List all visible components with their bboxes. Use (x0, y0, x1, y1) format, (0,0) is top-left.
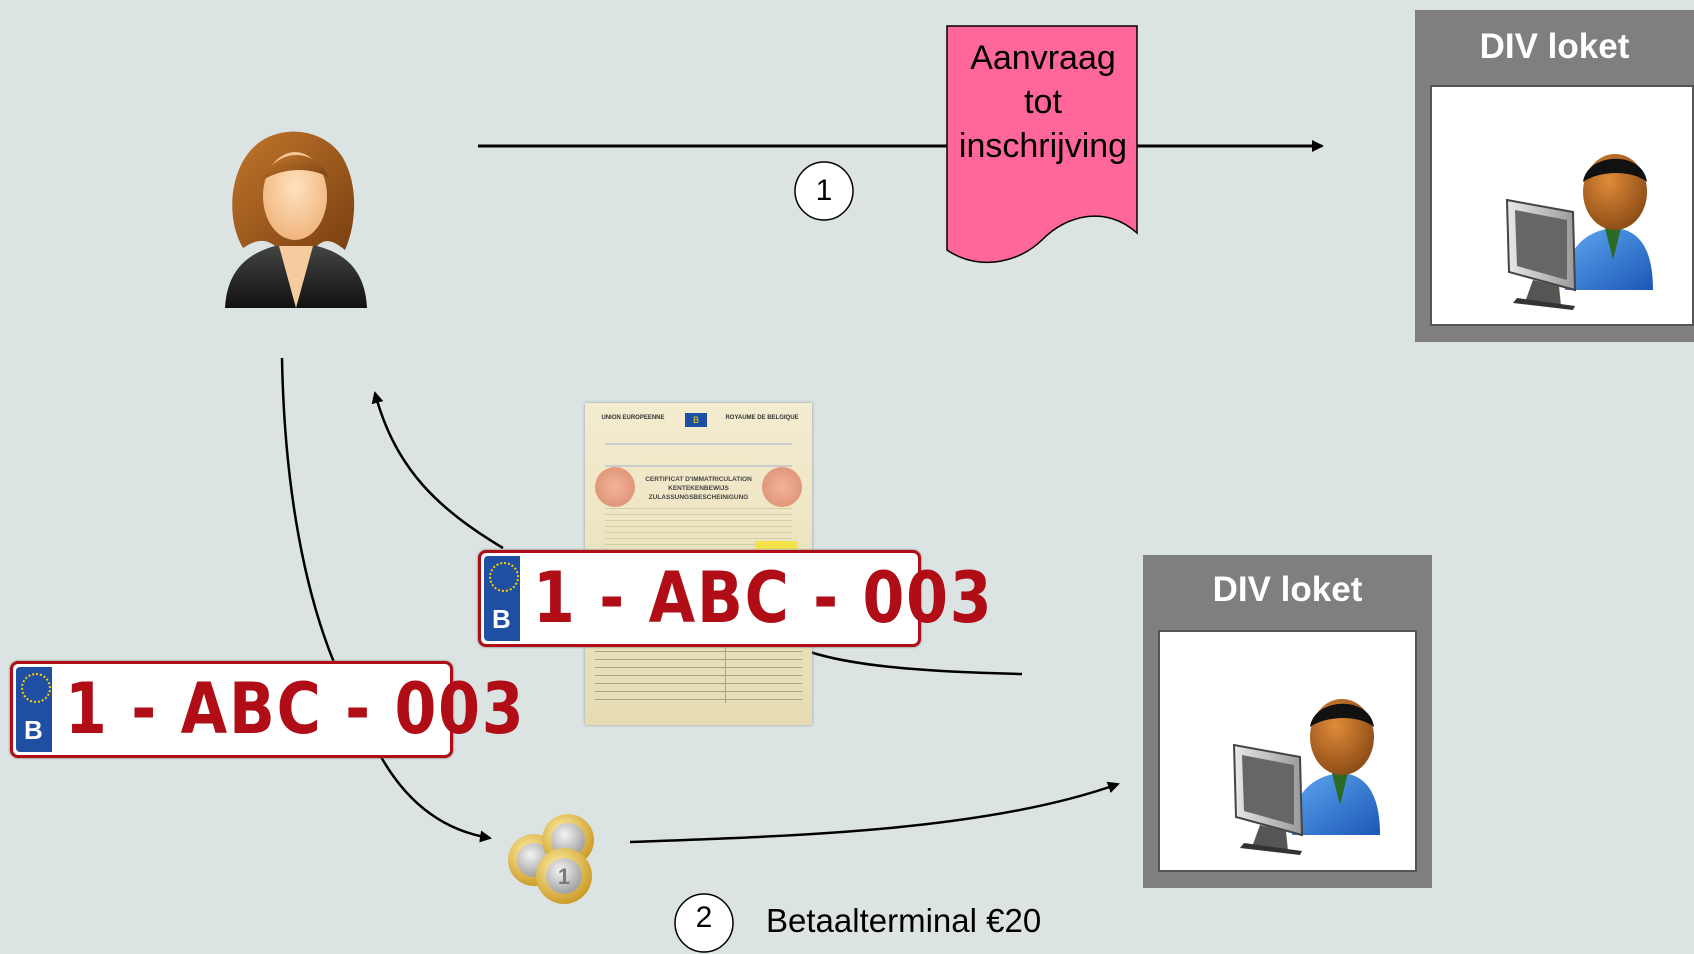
step-1-number: 1 (815, 174, 833, 207)
request-document-line-2: tot (1024, 83, 1062, 121)
certificate-subtitle-2: ZULASSUNGSBESCHEINIGUNG (648, 494, 749, 501)
svg-text:1: 1 (558, 864, 570, 889)
certificate-header-left: UNION EUROPEENNE (601, 415, 665, 421)
plate-number: 1 - ABC - 003 (533, 557, 994, 639)
plate-country-code: B (492, 604, 511, 634)
certificate-table-grid (595, 643, 802, 703)
certificate-seal-left (595, 467, 635, 507)
computer-user-icon (1232, 699, 1380, 855)
plate-eu-band: B (16, 667, 52, 752)
citizen-to-plate-line (280, 357, 337, 666)
certificate-service-lines (605, 443, 792, 467)
computer-user-icon (1505, 154, 1653, 310)
certificate-subtitle-1: KENTEKENBEWIJS (668, 485, 729, 492)
certificate-serial-highlight (755, 541, 797, 549)
step-2-number: 2 (695, 901, 713, 934)
certificate-header-right: ROYAUME DE BELGIQUE (725, 415, 799, 421)
license-plate-icon: B 1 - ABC - 003 (478, 550, 992, 647)
request-document-shape (946, 25, 1138, 263)
female-user-icon (225, 131, 367, 308)
license-plate-icon: B 1 - ABC - 003 (10, 661, 524, 758)
certificate-eu-flag-icon: B (685, 413, 707, 427)
certificate-title: CERTIFICAT D'IMMATRICULATION (645, 476, 752, 483)
step-1-circle (794, 161, 854, 221)
coins-to-loket-arrow (629, 781, 1120, 844)
request-document-label: Aanvraag tot inschrijving (948, 36, 1138, 168)
eu-stars-icon (489, 562, 519, 592)
request-document-line-3: inschrijving (958, 127, 1128, 165)
plate-to-coins-arrow (378, 754, 492, 843)
div-loket-top-title: DIV loket (1479, 27, 1630, 66)
return-to-citizen-arrow (371, 391, 504, 550)
euro-coins-icon: 1 (508, 814, 594, 904)
certificate-title-block: CERTIFICAT D'IMMATRICULATION KENTEKENBEW… (630, 475, 767, 502)
plate-number: 1 - ABC - 003 (65, 668, 526, 750)
plate-eu-band: B (484, 556, 520, 641)
div-loket-bottom-title: DIV loket (1212, 570, 1363, 609)
step-2-label: Betaalterminal €20 (766, 902, 1042, 939)
plate-country-code: B (24, 715, 43, 745)
request-document-line-1: Aanvraag (970, 39, 1116, 77)
eu-stars-icon (21, 673, 51, 703)
certificate-seal-right (762, 467, 802, 507)
loket-to-citizen-return-line (809, 650, 1023, 676)
